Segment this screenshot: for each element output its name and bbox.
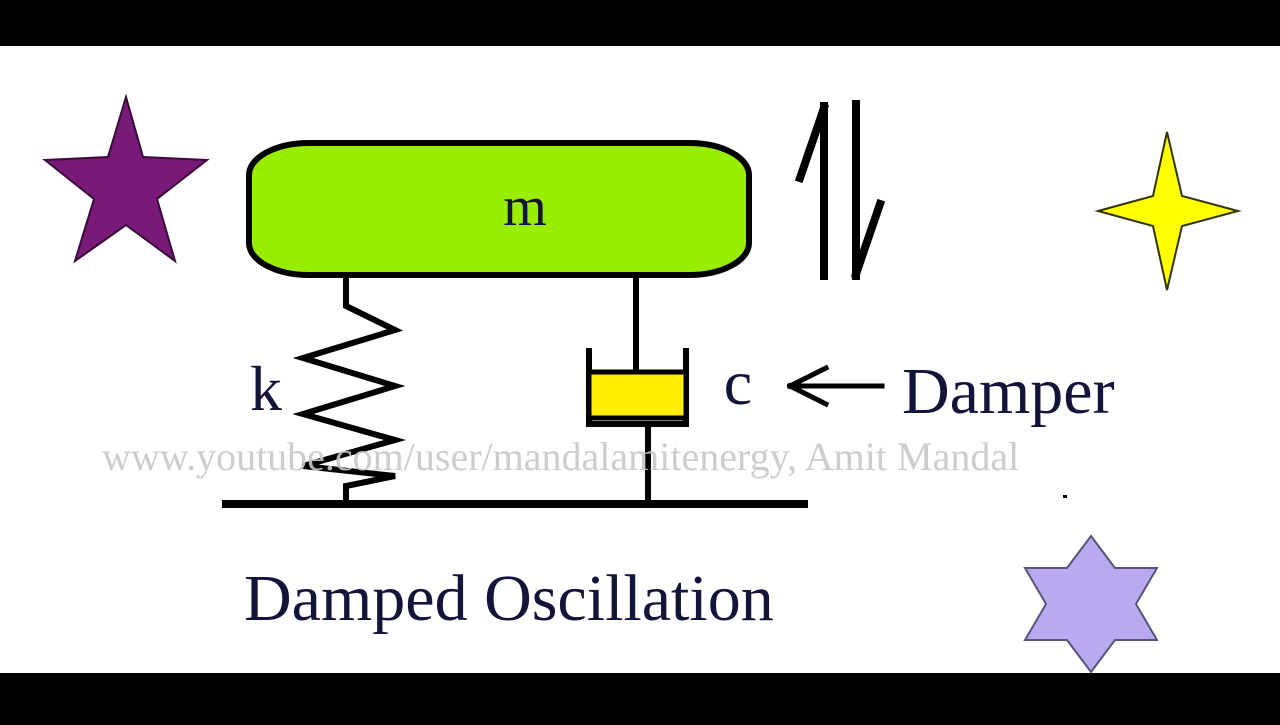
mass-block bbox=[246, 140, 752, 278]
up-down-arrows-icon bbox=[794, 100, 886, 280]
diagram-caption: Damped Oscillation bbox=[244, 562, 774, 635]
bottom-letterbox bbox=[0, 673, 1280, 720]
damping-coefficient-label: c bbox=[724, 347, 752, 418]
left-arrow-icon bbox=[786, 364, 885, 408]
damper-piston bbox=[586, 369, 689, 421]
purple-star-icon bbox=[42, 93, 210, 264]
spring bbox=[292, 278, 407, 502]
spring-constant-label: k bbox=[250, 353, 282, 424]
top-letterbox bbox=[0, 0, 1280, 46]
yellow-sparkle-icon bbox=[1094, 131, 1242, 291]
watermark-speck bbox=[1063, 495, 1067, 498]
lavender-hexagram-icon bbox=[1023, 534, 1159, 674]
mass-label: m bbox=[503, 176, 547, 238]
watermark-text: www.youtube.com/user/mandalamitenergy, A… bbox=[102, 434, 1019, 479]
damper-label: Damper bbox=[902, 355, 1115, 428]
